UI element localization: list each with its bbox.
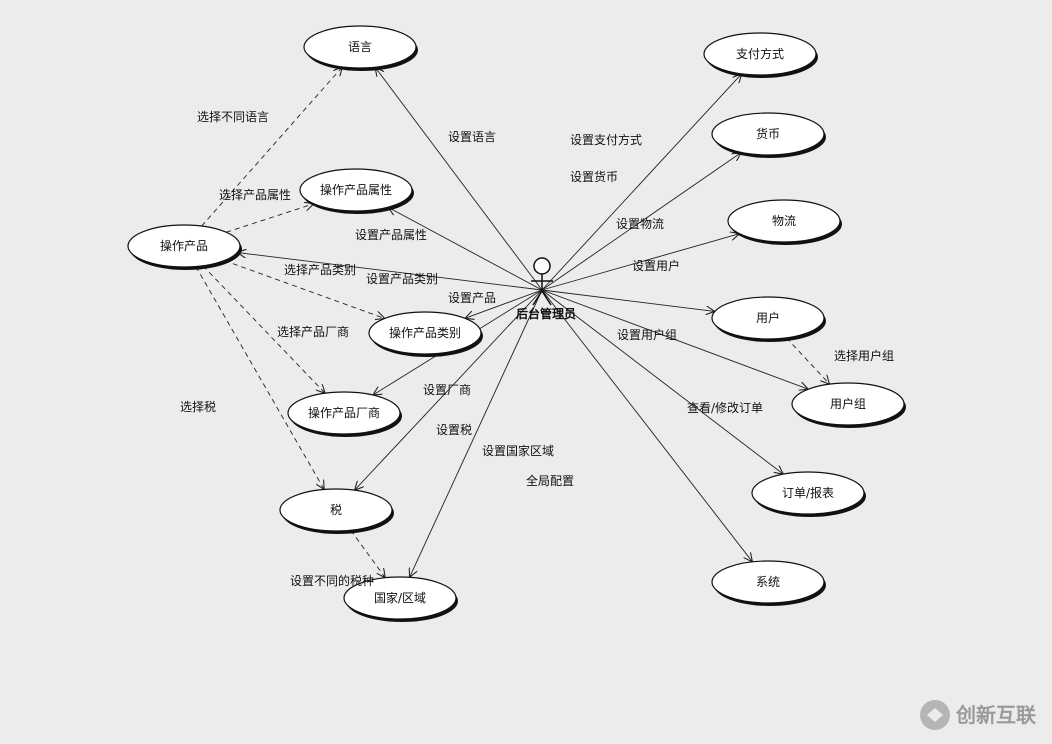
dependency-label-category: 选择产品类别 — [284, 263, 356, 277]
use-case-label: 用户 — [756, 310, 780, 325]
association-label-attr: 设置产品属性 — [355, 228, 427, 242]
use-case-pay[interactable]: 支付方式 — [703, 32, 818, 78]
association-label-tax: 设置税 — [436, 423, 472, 437]
association-label-user: 设置用户 — [632, 258, 680, 273]
association-country — [410, 289, 543, 577]
use-case-user[interactable]: 用户 — [711, 296, 826, 342]
association-order — [541, 289, 783, 474]
use-case-label: 操作产品类别 — [389, 325, 461, 340]
use-case-label: 用户组 — [830, 396, 866, 411]
use-case-ellipse — [368, 311, 482, 355]
association-label-logistics: 设置物流 — [616, 217, 664, 231]
association-label-order: 查看/修改订单 — [687, 400, 763, 415]
use-case-ellipse — [303, 25, 417, 69]
dependency-product-tax — [195, 266, 324, 490]
association-category — [465, 289, 543, 318]
association-label-system: 全局配置 — [526, 473, 574, 488]
use-case-ellipse — [711, 560, 825, 604]
association-label-category: 设置产品类别 — [366, 272, 438, 286]
use-case-tax[interactable]: 税 — [279, 488, 394, 534]
use-case-ellipse — [711, 112, 825, 156]
dependency-tax-country — [350, 529, 386, 577]
association-logistics — [541, 234, 739, 291]
dependency-label-maker: 选择产品厂商 — [277, 324, 349, 339]
use-case-label: 订单/报表 — [782, 485, 834, 500]
use-case-label: 系统 — [756, 575, 780, 589]
dependency-user-usergroup — [786, 337, 829, 384]
dependency-label-attr: 选择产品属性 — [219, 188, 291, 202]
use-case-ellipse — [751, 471, 865, 515]
use-case-order[interactable]: 订单/报表 — [751, 471, 866, 517]
use-case-country[interactable]: 国家/区域 — [343, 576, 458, 622]
use-case-category[interactable]: 操作产品类别 — [368, 311, 483, 357]
use-case-ellipse — [279, 488, 393, 532]
use-case-label: 货币 — [756, 126, 780, 141]
edge-labels-layer: 设置语言设置支付方式设置货币设置物流设置用户设置用户组查看/修改订单全局配置设置… — [180, 110, 894, 588]
use-case-product[interactable]: 操作产品 — [127, 224, 242, 270]
actor-leg-left — [532, 290, 543, 306]
association-label-product: 设置产品 — [448, 291, 496, 305]
association-product — [237, 253, 543, 291]
use-case-usergroup[interactable]: 用户组 — [791, 382, 906, 428]
use-case-attr[interactable]: 操作产品属性 — [299, 168, 414, 214]
association-label-currency: 设置货币 — [570, 169, 618, 184]
use-case-ellipse — [711, 296, 825, 340]
use-case-label: 国家/区域 — [374, 590, 426, 605]
use-case-label: 操作产品 — [160, 238, 208, 253]
use-case-label: 物流 — [772, 214, 796, 228]
association-label-lang: 设置语言 — [448, 130, 496, 144]
association-pay — [541, 74, 742, 291]
association-label-usergroup: 设置用户组 — [617, 327, 677, 342]
use-case-ellipse — [343, 576, 457, 620]
actor-leg-right — [541, 290, 552, 306]
association-system — [541, 289, 752, 562]
use-case-maker[interactable]: 操作产品厂商 — [287, 391, 402, 437]
watermark-text: 创新互联 — [955, 703, 1036, 727]
dependency-label-country: 设置不同的税种 — [290, 573, 374, 588]
association-usergroup — [541, 289, 808, 389]
use-case-logistics[interactable]: 物流 — [727, 199, 842, 245]
dependency-label-usergroup: 选择用户组 — [834, 348, 894, 363]
use-case-label: 支付方式 — [736, 46, 784, 61]
use-case-ellipse — [287, 391, 401, 435]
brand-logo-mark — [927, 708, 943, 722]
use-case-label: 操作产品属性 — [320, 182, 392, 197]
use-case-ellipse — [299, 168, 413, 212]
use-case-system[interactable]: 系统 — [711, 560, 826, 606]
dependency-product-attr — [226, 204, 313, 233]
dependency-product-maker — [202, 265, 325, 393]
use-case-lang[interactable]: 语言 — [303, 25, 418, 71]
association-currency — [541, 152, 741, 291]
use-case-label: 税 — [330, 503, 342, 517]
use-case-ellipse — [127, 224, 241, 268]
actor-admin[interactable]: 后台管理员 — [516, 257, 576, 321]
dependency-label-lang: 选择不同语言 — [197, 110, 269, 124]
association-user — [541, 289, 715, 311]
use-case-currency[interactable]: 货币 — [711, 112, 826, 158]
watermark: 创新互联 — [920, 700, 1036, 730]
association-label-country: 设置国家区域 — [482, 443, 554, 458]
use-case-label: 语言 — [348, 40, 372, 54]
actor-head — [533, 257, 551, 275]
use-case-ellipse — [727, 199, 841, 243]
dependency-product-category — [224, 260, 384, 319]
use-case-label: 操作产品厂商 — [308, 405, 380, 420]
association-lang — [375, 67, 543, 291]
use-case-ellipse — [791, 382, 905, 426]
association-tax — [355, 289, 543, 490]
use-case-ellipse — [703, 32, 817, 76]
association-attr — [388, 207, 543, 291]
association-label-maker: 设置厂商 — [423, 382, 471, 397]
association-label-pay: 设置支付方式 — [570, 132, 642, 147]
dependency-label-tax: 选择税 — [180, 400, 216, 414]
actor-label: 后台管理员 — [516, 306, 576, 321]
edges-layer — [195, 67, 830, 578]
